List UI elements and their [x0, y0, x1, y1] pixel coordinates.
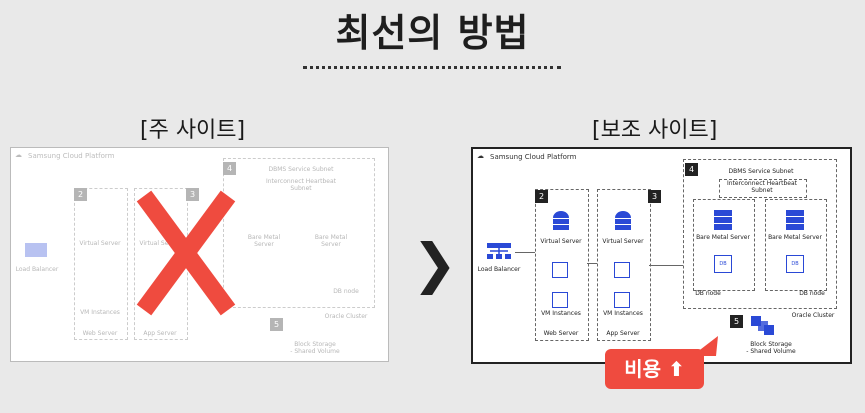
cloud-icon: ☁	[477, 152, 484, 160]
block-storage-label: Block Storage - Shared Volume	[283, 341, 347, 355]
db-icon: DB	[714, 255, 732, 273]
virtual-server-label: Virtual Server	[139, 240, 181, 247]
db-icon: DB	[786, 255, 804, 273]
chevron-right-icon: ❯	[412, 232, 458, 295]
heartbeat-subnet-box	[719, 179, 807, 198]
web-server-zone	[535, 189, 589, 341]
oracle-cluster-zone	[223, 158, 375, 308]
app-server-label: App Server	[143, 330, 177, 337]
chip-icon	[614, 292, 630, 308]
block-storage-line2: - Shared Volume	[746, 348, 796, 355]
db-node-box	[693, 199, 755, 291]
cost-up-badge: 비용 ⬆	[605, 349, 704, 389]
platform-label: Samsung Cloud Platform	[28, 152, 115, 160]
heartbeat-label: Interconnect Heartbeat Subnet	[265, 178, 336, 192]
connector-line	[515, 252, 535, 253]
db-node-box	[765, 199, 827, 291]
heartbeat-label: Interconnect Heartbeat Subnet	[726, 180, 797, 194]
web-server-label: Web Server	[543, 330, 579, 337]
virtual-server-icon	[553, 211, 569, 230]
bare-metal-server-icon	[786, 210, 804, 230]
secondary-site-panel: ☁ Samsung Cloud Platform Load Balancer 2…	[471, 147, 852, 364]
zone-number: 5	[270, 318, 283, 331]
zone-number-4: 4	[685, 163, 698, 176]
vm-instances-label: VM Instances	[80, 309, 120, 316]
db-node-label: DB node	[333, 288, 359, 295]
dbms-subnet-label: DBMS Service Subnet	[268, 166, 334, 173]
oracle-cluster-label: Oracle Cluster	[324, 313, 368, 320]
primary-site-heading: [주 사이트]	[140, 118, 246, 143]
chip-icon	[552, 292, 568, 308]
bare-metal-label: Bare Metal Server	[696, 234, 750, 241]
db-node-label: DB node	[695, 290, 721, 297]
bare-metal-label: Bare Metal Server	[314, 234, 348, 248]
virtual-server-label: Virtual Server	[540, 238, 582, 245]
cross-icon	[136, 190, 236, 316]
virtual-server-label: Virtual Server	[602, 238, 644, 245]
bare-metal-server-icon	[714, 210, 732, 230]
primary-site-panel: ☁ Samsung Cloud Platform Load Balancer 2…	[10, 147, 389, 362]
zone-number-3: 3	[648, 190, 661, 203]
chip-icon	[614, 262, 630, 278]
zone-number: 2	[74, 188, 87, 201]
load-balancer-label: Load Balancer	[477, 266, 521, 273]
vm-instances-label: VM Instances	[541, 310, 581, 317]
virtual-server-label: Virtual Server	[79, 240, 121, 247]
connector-line	[649, 265, 683, 266]
zone-number: 4	[223, 162, 236, 175]
load-balancer-icon	[487, 243, 511, 259]
block-storage-line2: - Shared Volume	[290, 348, 340, 355]
load-balancer-icon	[25, 243, 47, 257]
virtual-server-icon	[615, 211, 631, 230]
block-storage-icon	[751, 316, 774, 335]
bare-metal-label: Bare Metal Server	[768, 234, 822, 241]
web-server-label: Web Server	[82, 330, 118, 337]
bare-metal-label: Bare Metal Server	[247, 234, 281, 248]
primary-diagram: ☁ Samsung Cloud Platform Load Balancer 2…	[11, 148, 388, 361]
title-underline	[303, 66, 561, 69]
db-node-label: DB node	[799, 290, 825, 297]
load-balancer-label: Load Balancer	[15, 266, 59, 273]
page-title: 최선의 방법	[335, 11, 530, 55]
secondary-site-heading: [보조 사이트]	[592, 118, 718, 143]
connector-line	[587, 263, 597, 264]
app-server-label: App Server	[606, 330, 640, 337]
chip-icon	[552, 262, 568, 278]
zone-number: 3	[186, 188, 199, 201]
block-storage-line1: Block Storage	[294, 341, 336, 348]
vm-instances-label: VM Instances	[603, 310, 643, 317]
block-storage-line1: Block Storage	[750, 341, 792, 348]
block-storage-label: Block Storage - Shared Volume	[739, 341, 803, 355]
oracle-cluster-zone	[683, 159, 837, 309]
zone-number-5: 5	[730, 315, 743, 328]
oracle-cluster-label: Oracle Cluster	[791, 312, 835, 319]
zone-number-2: 2	[535, 190, 548, 203]
dbms-subnet-label: DBMS Service Subnet	[728, 168, 794, 175]
web-server-zone	[74, 188, 128, 340]
cloud-icon: ☁	[15, 151, 22, 159]
platform-label: Samsung Cloud Platform	[490, 153, 577, 161]
